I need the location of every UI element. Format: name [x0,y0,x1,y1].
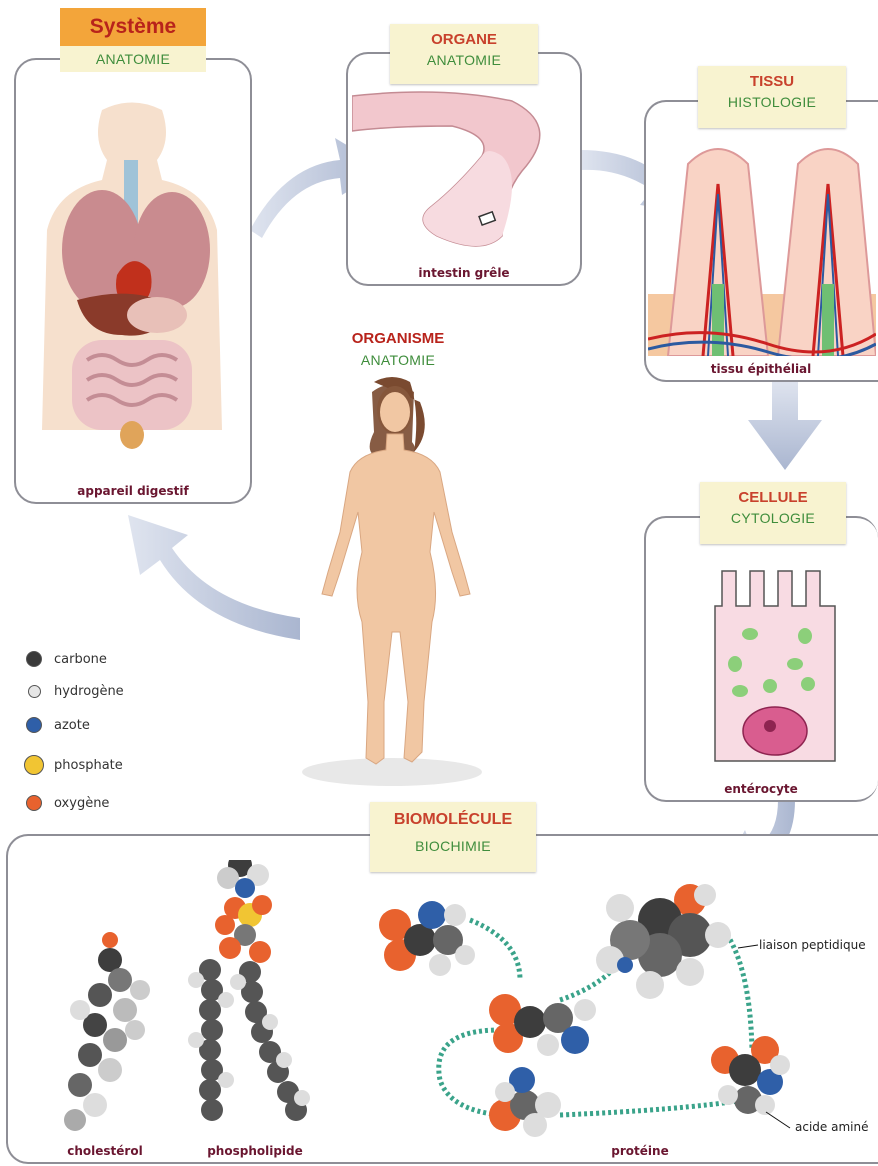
level-biomolecule: BIOMOLÉCULE [370,810,536,830]
amino-acid-1 [379,901,475,976]
caption-tissu: tissu épithélial [644,362,878,376]
legend-label-carbone: carbone [54,652,107,667]
legend-swatch-hydrogene [28,685,41,698]
legend-label-oxygene: oxygène [54,796,109,811]
legend-item-azote: azote [26,714,90,736]
legend-swatch-carbone [26,651,42,667]
label-liaison-peptidique: liaison peptidique [759,938,878,952]
level-organe: ORGANE [390,30,538,50]
digestive-system-illustration [32,100,232,470]
amino-acid-2 [489,994,596,1056]
phospholipid-model [188,860,310,1121]
discipline-organisme: ANATOMIE [318,352,478,368]
small-intestine-illustration [352,86,572,266]
legend-item-hydrogene: hydrogène [26,680,124,702]
caption-cholesterol: cholestérol [50,1144,160,1158]
molecules-illustration [0,860,878,1150]
caption-cellule: entérocyte [644,782,878,796]
legend-item-oxygene: oxygène [26,792,109,814]
legend-label-azote: azote [54,718,90,733]
discipline-biomolecule: BIOCHIMIE [370,836,536,856]
legend-item-phosphate: phosphate [26,754,123,776]
discipline-organe: ANATOMIE [390,50,538,70]
amino-acid-3 [489,1067,561,1137]
tag-organe: ORGANE ANATOMIE [390,24,538,84]
legend-swatch-oxygene [26,795,42,811]
legend-label-hydrogene: hydrogène [54,684,124,699]
tag-tissu: TISSU HISTOLOGIE [698,66,846,128]
legend-swatch-azote [26,717,42,733]
caption-proteine: protéine [580,1144,700,1158]
caption-phospholipide: phospholipide [190,1144,320,1158]
amino-acid-5 [711,1036,790,1115]
caption-organe: intestin grêle [346,266,582,280]
arrow-tissu-cellule [748,380,822,470]
level-organisme: ORGANISME [318,330,478,347]
level-cellule: CELLULE [700,488,846,508]
arrow-organisme-systeme [128,515,300,640]
caption-systeme: appareil digestif [14,484,252,498]
level-tissu: TISSU [698,72,846,92]
amino-acid-4 [596,884,731,999]
discipline-cellule: CYTOLOGIE [700,508,846,528]
tag-systeme: Système ANATOMIE [60,8,206,72]
legend-swatch-phosphate [24,755,44,775]
leader-liaison [738,945,758,948]
tag-cellule: CELLULE CYTOLOGIE [700,482,846,544]
legend-label-phosphate: phosphate [54,758,123,773]
label-acide-amine: acide aminé [795,1120,878,1134]
discipline-tissu: HISTOLOGIE [698,92,846,112]
cholesterol-model [64,932,150,1131]
epithelial-tissue-illustration [648,134,876,356]
enterocyte-illustration [710,566,840,766]
level-systeme: Système [60,8,206,46]
human-body-illustration [292,372,492,792]
discipline-systeme: ANATOMIE [60,46,206,72]
leader-acide [766,1112,790,1128]
legend-item-carbone: carbone [26,648,107,670]
